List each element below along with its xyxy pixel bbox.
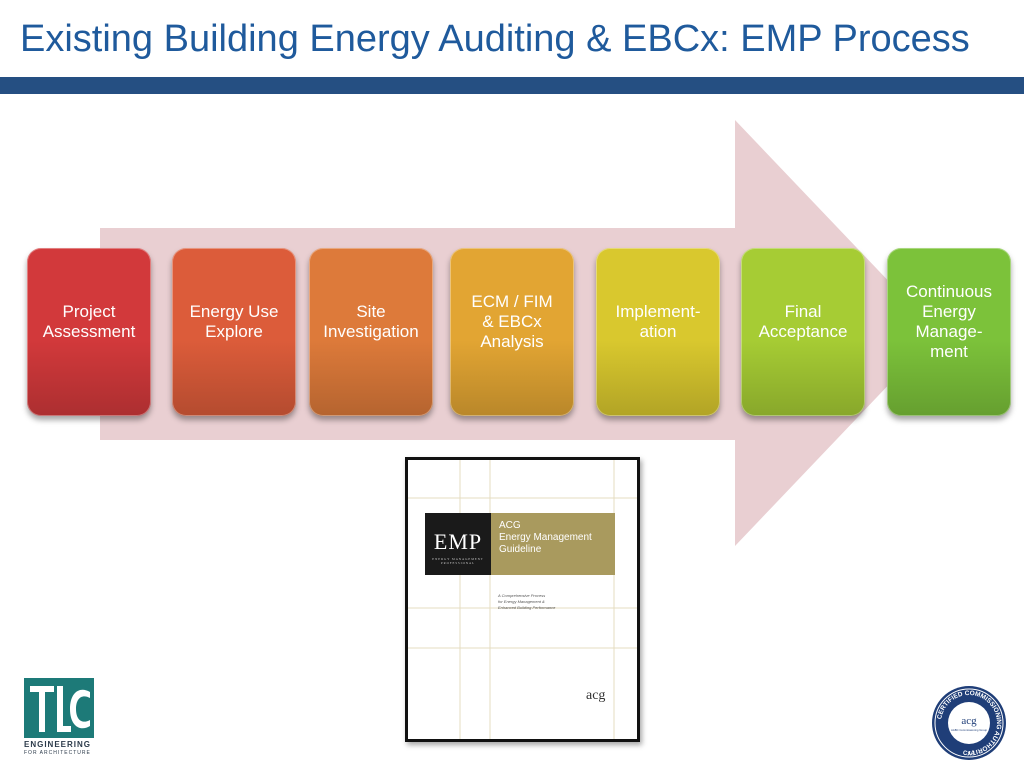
tlc-logo-subtext: FOR ARCHITECTURE	[24, 750, 91, 756]
guideline-subtitle-line: Enhanced Building Performance	[498, 605, 556, 610]
process-step-label: ECM / FIM	[471, 292, 553, 311]
acg-cover-logo: acg	[586, 688, 606, 703]
process-step-label: Manage-	[915, 322, 983, 341]
tlc-logo-text: ENGINEERING	[24, 740, 92, 749]
guideline-heading-line: Energy Management	[499, 532, 592, 543]
cover-title-band: EMP ENERGY MANAGEMENT PROFESSIONAL ACG E…	[425, 513, 615, 575]
guideline-subtitle-line: A Comprehensive Process	[498, 593, 546, 598]
process-step-label: Final	[784, 302, 822, 321]
process-step-label: Acceptance	[758, 322, 848, 341]
process-step-label: Explore	[205, 322, 263, 341]
process-step-label: ation	[639, 322, 677, 341]
process-step: Implement-ation	[596, 248, 720, 416]
guideline-heading-line: Guideline	[499, 544, 542, 555]
guideline-heading-box: ACG Energy Management Guideline	[491, 513, 615, 575]
tlc-engineering-logo: ENGINEERING FOR ARCHITECTURE	[24, 678, 100, 758]
seal-bottom-text: CxA	[963, 751, 976, 757]
process-step-label: Continuous	[905, 282, 992, 301]
guideline-subtitle: A Comprehensive Process for Energy Manag…	[498, 593, 555, 611]
process-step-label: Assessment	[42, 322, 136, 341]
guideline-subtitle-line: for Energy Management &	[498, 599, 545, 604]
seal-center-subtext: AABC Commissioning Group	[951, 728, 988, 732]
emp-logo-text: EMP	[433, 529, 483, 554]
process-step-label: Energy Use	[189, 302, 279, 321]
process-step-label: ment	[930, 342, 968, 361]
emp-logo-box: EMP ENERGY MANAGEMENT PROFESSIONAL	[425, 513, 491, 575]
process-step-label: Energy	[922, 302, 976, 321]
tlc-logo-mark	[24, 678, 94, 738]
process-step-label: Implement-	[615, 302, 701, 321]
cxa-certification-seal: CERTIFIED COMMISSIONING AUTHORITY acg AA…	[932, 686, 1006, 760]
process-step-label: Project	[62, 302, 116, 321]
emp-guideline-cover: EMP ENERGY MANAGEMENT PROFESSIONAL ACG E…	[405, 457, 640, 742]
title-underline-bar	[0, 77, 1024, 94]
guideline-heading-line: ACG	[499, 520, 521, 531]
process-step-label: & EBCx	[482, 312, 542, 331]
seal-center-logo: acg	[961, 715, 977, 727]
process-step-label: Analysis	[480, 332, 544, 351]
process-step-label: Investigation	[323, 322, 419, 341]
page-title: Existing Building Energy Auditing & EBCx…	[20, 18, 970, 60]
emp-logo-subtext: ENERGY MANAGEMENT PROFESSIONAL	[432, 557, 484, 565]
cover-decorative-lines	[408, 460, 637, 739]
process-step-label: Site	[356, 302, 386, 321]
